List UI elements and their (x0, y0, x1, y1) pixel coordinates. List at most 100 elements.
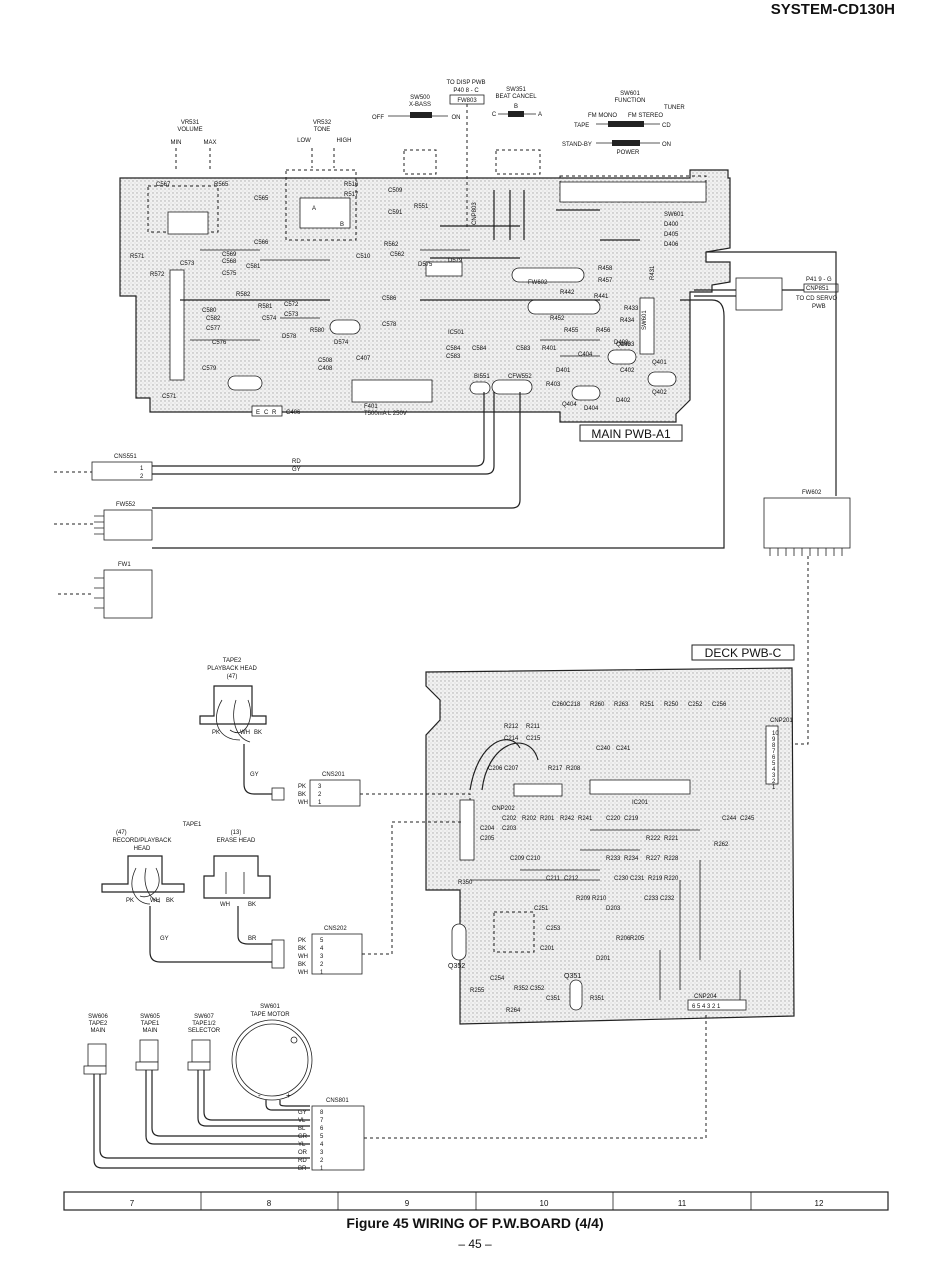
cns202-pin4: 4 (320, 946, 324, 952)
svg-text:2: 2 (772, 779, 776, 785)
svg-text:B: B (340, 222, 344, 228)
plug-sw601: SW601 (664, 212, 684, 218)
erase-head-num: (13) (231, 830, 242, 836)
ecr-c: C (264, 410, 269, 416)
svg-text:C205: C205 (480, 836, 495, 842)
sw351-ref: SW351 (506, 87, 526, 93)
cns202-wire-wh: WH (298, 954, 308, 960)
disp-connector: FW803 (457, 98, 477, 104)
svg-text:9: 9 (772, 737, 776, 743)
svg-text:R262: R262 (714, 842, 729, 848)
cns551-wire-gy: GY (292, 467, 301, 473)
main-r434: R434 (620, 318, 635, 324)
main-r401: R401 (542, 346, 557, 352)
main-d575: D575 (418, 262, 433, 268)
sw601-name: FUNCTION (615, 98, 646, 104)
main-d402: D402 (616, 398, 631, 404)
svg-text:C231: C231 (630, 876, 645, 882)
svg-text:R350: R350 (458, 880, 473, 886)
sw601-fm-stereo: FM STEREO (628, 113, 663, 119)
main-c508: C508 (318, 358, 333, 364)
main-cfw552: CFW552 (508, 374, 532, 380)
svg-text:R221: R221 (664, 836, 679, 842)
svg-text:C256: C256 (712, 702, 727, 708)
tape2-head-num: (47) (227, 674, 238, 680)
ecr-e: E (256, 410, 260, 416)
cns202-wire-bk2: BK (298, 962, 306, 968)
sw351-name: BEAT CANCEL (495, 94, 537, 100)
svg-text:C240: C240 (596, 746, 611, 752)
fuse-ref: F401 (364, 404, 378, 410)
power-name: POWER (617, 150, 640, 156)
erase-wire-wh: WH (220, 902, 230, 908)
sw607: SW607 TAPE1/2 SELECTOR (187, 1014, 310, 1127)
svg-text:C211: C211 (546, 876, 561, 882)
main-c571: C571 (162, 394, 177, 400)
main-c573b: IC501 (448, 330, 465, 336)
main-board-outline (119, 169, 731, 423)
cns551-pin2: 2 (140, 474, 144, 480)
main-bi551: BI551 (474, 374, 490, 380)
main-c586: C586 (382, 296, 397, 302)
rec-head-num: (47) (116, 830, 127, 836)
disp-pwb-connector: TO DISP PWB P40 8 - C FW803 (446, 80, 486, 230)
disp-ref: P40 8 - C (453, 88, 479, 94)
svg-text:R217: R217 (548, 766, 563, 772)
main-r433: R433 (624, 306, 639, 312)
main-c509: C509 (388, 188, 403, 194)
sw601-cd: CD (662, 123, 671, 129)
main-r431: SW601 (642, 310, 648, 330)
cns801-wire-gy: GY (298, 1110, 307, 1116)
cns202-wire-bk: BK (298, 946, 306, 952)
deck-ic201: IC201 (632, 800, 649, 806)
main-c581: C581 (246, 264, 261, 270)
sw601-tape: TAPE (574, 123, 589, 129)
main-c583: C583 (516, 346, 531, 352)
main-c404: C404 (578, 352, 593, 358)
main-fw551: R452 (550, 316, 565, 322)
fw602-connector: FW602 (763, 490, 851, 745)
cns801-wire-br: BR (298, 1166, 307, 1172)
svg-text:R352: R352 (514, 986, 529, 992)
deck-labels: C260 C218 R260 R263 R251 R250 C252 C256 … (458, 702, 793, 1014)
svg-text:C233: C233 (644, 896, 659, 902)
cnp801-pins: 10 9 8 7 6 5 4 3 2 1 (772, 731, 779, 791)
main-d405: D405 (664, 232, 679, 238)
page-number: – 45 – (458, 1237, 492, 1251)
motor-ref: SW601 (260, 1004, 280, 1010)
main-c568: C568 (222, 259, 237, 265)
sw606-line1: TAPE2 (89, 1021, 108, 1027)
svg-text:D201: D201 (596, 956, 611, 962)
svg-text:R202: R202 (522, 816, 537, 822)
svg-text:C244: C244 (722, 816, 737, 822)
sw500-xbass: SW500 X-BASS OFF ON (372, 95, 461, 175)
svg-text:C219: C219 (624, 816, 639, 822)
svg-text:R210: R210 (592, 896, 607, 902)
rec-wire-bk: BK (166, 898, 174, 904)
svg-text:C201: C201 (540, 946, 555, 952)
main-ic501: C573 (180, 261, 195, 267)
tape2-wire-bk: BK (254, 730, 262, 736)
sw607-ref: SW607 (194, 1014, 214, 1020)
main-board-title: MAIN PWB-A1 (591, 427, 671, 441)
svg-text:5: 5 (320, 1134, 324, 1140)
fw602-ref: FW602 (802, 490, 822, 496)
main-r458: R458 (598, 266, 613, 272)
sw605-ref: SW605 (140, 1014, 160, 1020)
main-r565: R565 (214, 182, 229, 188)
main-r516: R516 (344, 182, 359, 188)
svg-text:R241: R241 (578, 816, 593, 822)
svg-text:7: 7 (320, 1118, 324, 1124)
sw601-function: SW601 FUNCTION TUNER FM MONO FM STEREO T… (559, 91, 707, 203)
fuse-rating: T500mA L 250V (364, 411, 407, 417)
svg-text:R263: R263 (614, 702, 629, 708)
main-c591: C591 (388, 210, 403, 216)
svg-text:C232: C232 (660, 896, 675, 902)
svg-text:3: 3 (772, 773, 776, 779)
svg-text:C204: C204 (480, 826, 495, 832)
sw351-b: B (514, 104, 518, 110)
plug-d406: D406 (664, 242, 679, 248)
svg-text:R250: R250 (664, 702, 679, 708)
svg-text:R260: R260 (590, 702, 605, 708)
